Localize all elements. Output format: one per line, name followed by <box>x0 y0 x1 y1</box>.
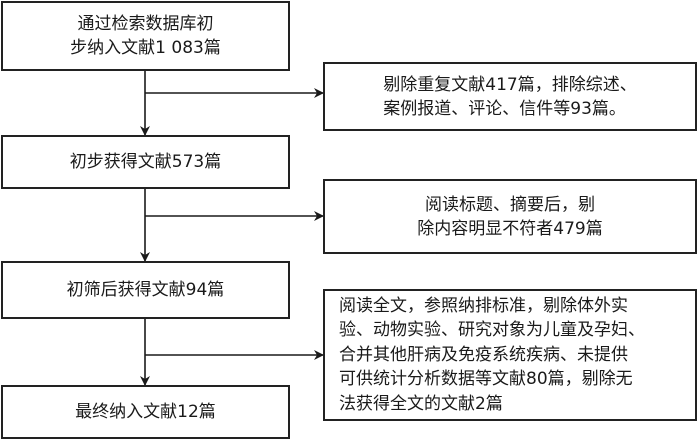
exclusion-text-line: 剔除重复文献417篇，排除综述、 <box>383 74 637 95</box>
step-box-initial-search: 通过检索数据库初 步纳入文献1 083篇 <box>1 1 290 71</box>
step-text-line: 步纳入文献1 083篇 <box>70 38 221 58</box>
exclusion-text-line: 合并其他肝病及免疫系统疾病、未提供 <box>339 344 628 365</box>
step-text-line: 通过检索数据库初 <box>77 14 214 34</box>
exclusion-text-line: 验、动物实验、研究对象为儿童及孕妇、 <box>339 320 645 341</box>
step-box-preliminary: 初步获得文献573篇 <box>1 135 290 189</box>
exclusion-text-line: 阅读标题、摘要后，剔 <box>424 194 595 215</box>
step-box-final-included: 最终纳入文献12篇 <box>1 385 290 439</box>
step-text-line: 最终纳入文献12篇 <box>75 402 216 422</box>
step-text-line: 初步获得文献573篇 <box>69 152 222 172</box>
exclusion-text-line: 除内容明显不符者479篇 <box>417 218 603 239</box>
step-box-after-screening: 初筛后获得文献94篇 <box>1 261 290 319</box>
exclusion-text-line: 法获得全文的文献2篇 <box>339 393 503 414</box>
exclusion-text-line: 阅读全文，参照纳排标准，剔除体外实 <box>339 295 628 316</box>
exclusion-box-duplicates: 剔除重复文献417篇，排除综述、 案例报道、评论、信件等93篇。 <box>323 62 697 131</box>
exclusion-text-line: 案例报道、评论、信件等93篇。 <box>383 98 626 119</box>
exclusion-text-line: 可供统计分析数据等文献80篇，剔除无 <box>339 369 633 390</box>
exclusion-box-title-abstract: 阅读标题、摘要后，剔 除内容明显不符者479篇 <box>323 179 697 254</box>
step-text-line: 初筛后获得文献94篇 <box>66 280 225 300</box>
exclusion-box-full-text: 阅读全文，参照纳排标准，剔除体外实 验、动物实验、研究对象为儿童及孕妇、 合并其… <box>323 289 697 421</box>
